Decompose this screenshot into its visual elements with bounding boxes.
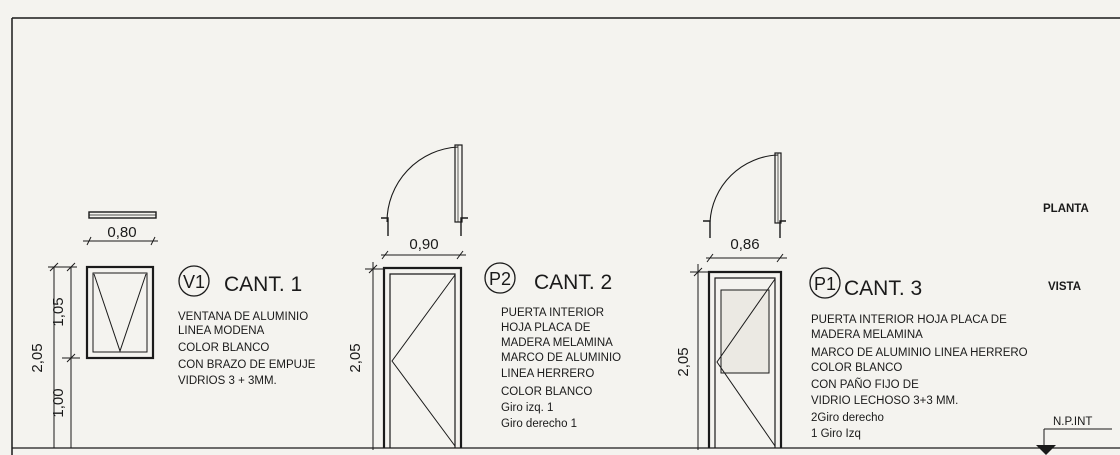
- svg-text:HOJA PLACA DE: HOJA PLACA DE: [501, 322, 591, 334]
- svg-text:P2: P2: [489, 269, 511, 289]
- svg-text:V1: V1: [183, 272, 205, 292]
- door-p2-elevation: [382, 266, 463, 448]
- svg-text:PUERTA INTERIOR HOJA PLACA DE: PUERTA INTERIOR HOJA PLACA DE: [811, 314, 1007, 326]
- p1-height-dimension: [690, 264, 709, 450]
- p1-tag: P1: [809, 267, 841, 299]
- v1-width-dimension: [83, 236, 158, 246]
- window-v1-elevation: [85, 265, 155, 360]
- svg-text:COLOR BLANCO: COLOR BLANCO: [501, 386, 592, 398]
- vista-label: VISTA: [1048, 281, 1081, 293]
- p1-height-label: 2,05: [675, 347, 692, 376]
- svg-text:PUERTA INTERIOR: PUERTA INTERIOR: [501, 307, 604, 319]
- svg-text:LINEA MODENA: LINEA MODENA: [178, 325, 265, 337]
- level-marker: N.P.INT: [1036, 416, 1112, 455]
- door-p2-plan: [381, 144, 468, 236]
- svg-text:COLOR BLANCO: COLOR BLANCO: [811, 362, 902, 374]
- svg-text:MADERA MELAMINA: MADERA MELAMINA: [811, 329, 923, 341]
- svg-text:2Giro derecho: 2Giro derecho: [811, 412, 884, 424]
- svg-text:MADERA MELAMINA: MADERA MELAMINA: [501, 337, 613, 349]
- planta-label: PLANTA: [1043, 203, 1089, 215]
- p2-quantity: CANT. 2: [534, 271, 612, 294]
- sheet-frame: [11, 17, 1120, 455]
- svg-text:CON PAÑO FIJO DE: CON PAÑO FIJO DE: [811, 378, 919, 391]
- p2-notes: PUERTA INTERIOR HOJA PLACA DE MADERA MEL…: [501, 307, 621, 430]
- door-p1-plan: [703, 152, 786, 238]
- svg-text:MARCO DE ALUMINIO: MARCO DE ALUMINIO: [501, 352, 621, 364]
- svg-text:VENTANA DE ALUMINIO: VENTANA DE ALUMINIO: [178, 311, 308, 323]
- p2-tag: P2: [484, 262, 516, 294]
- svg-text:P1: P1: [814, 274, 836, 294]
- p1-width-dimension: [706, 253, 787, 263]
- svg-text:Giro izq. 1: Giro izq. 1: [501, 402, 553, 414]
- svg-text:VIDRIOS 3 + 3MM.: VIDRIOS 3 + 3MM.: [178, 375, 277, 387]
- p1-width-label: 0,86: [730, 236, 759, 253]
- svg-text:CON BRAZO DE EMPUJE: CON BRAZO DE EMPUJE: [178, 359, 316, 371]
- p2-width-label: 0,90: [409, 236, 438, 253]
- p1-notes: PUERTA INTERIOR HOJA PLACA DE MADERA MEL…: [811, 314, 1028, 440]
- v1-height-dimensions: [48, 262, 80, 448]
- door-p1-elevation: [707, 270, 783, 448]
- v1-quantity: CANT. 1: [224, 273, 302, 296]
- v1-height-upper: 1,05: [50, 297, 67, 326]
- v1-notes: VENTANA DE ALUMINIO LINEA MODENA COLOR B…: [178, 311, 316, 387]
- p1-quantity: CANT. 3: [844, 277, 922, 300]
- v1-tag: V1: [178, 265, 210, 297]
- window-v1-plan: [88, 211, 157, 219]
- svg-text:MARCO DE ALUMINIO LINEA HERRER: MARCO DE ALUMINIO LINEA HERRERO: [811, 347, 1028, 359]
- p2-height-dimension: [365, 262, 384, 450]
- svg-text:N.P.INT: N.P.INT: [1053, 416, 1092, 428]
- svg-text:1 Giro Izq: 1 Giro Izq: [811, 428, 861, 440]
- svg-text:COLOR BLANCO: COLOR BLANCO: [178, 342, 269, 354]
- svg-text:VIDRIO LECHOSO 3+3 MM.: VIDRIO LECHOSO 3+3 MM.: [811, 395, 958, 407]
- p2-width-dimension: [381, 250, 466, 260]
- v1-height-total: 2,05: [29, 343, 46, 372]
- p2-height-label: 2,05: [347, 343, 364, 372]
- level-triangle-icon: [1036, 445, 1056, 455]
- svg-text:Giro derecho 1: Giro derecho 1: [501, 418, 577, 430]
- v1-width-label: 0,80: [107, 224, 136, 241]
- svg-text:LINEA HERRERO: LINEA HERRERO: [501, 368, 594, 380]
- v1-height-lower: 1,00: [50, 388, 67, 417]
